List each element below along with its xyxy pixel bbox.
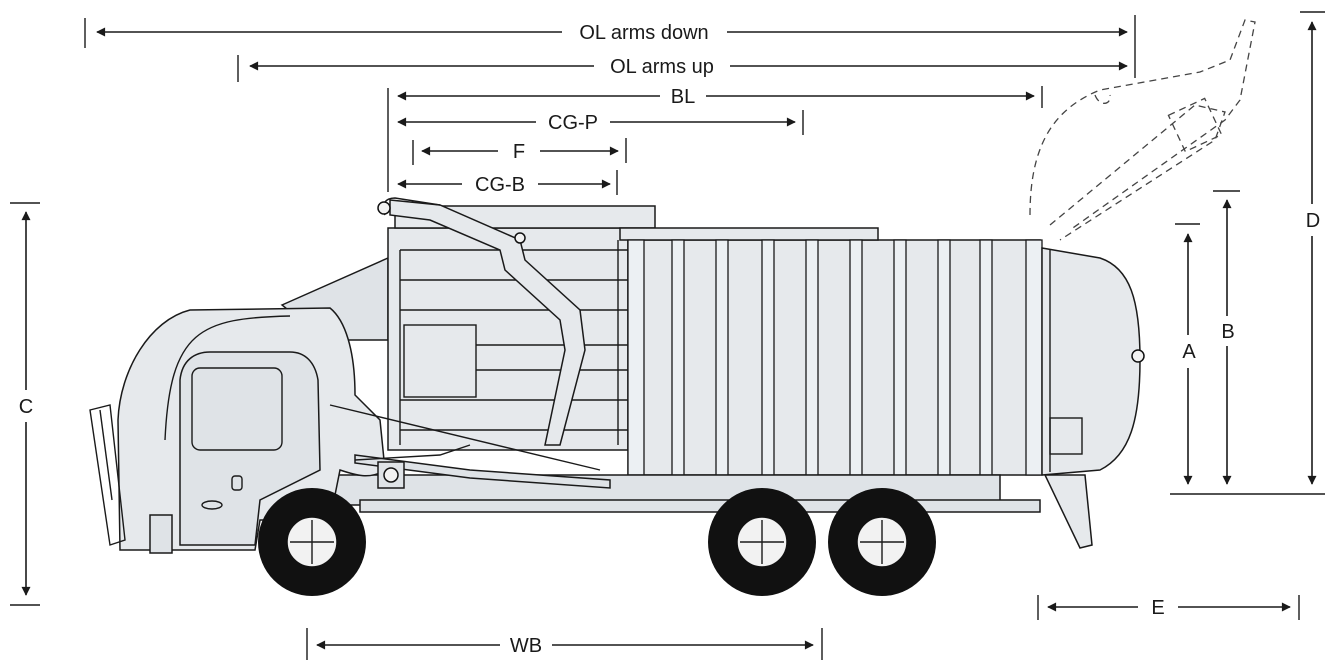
label-e: E — [1151, 597, 1164, 619]
dimension-lines — [10, 11, 1325, 660]
label-ol-arms-up: OL arms up — [610, 56, 714, 78]
label-cg-b: CG-B — [475, 174, 525, 196]
rear-step — [1043, 474, 1093, 549]
label-bl: BL — [671, 86, 695, 108]
rear-wheel-2 — [828, 488, 936, 596]
label-b: B — [1221, 321, 1234, 343]
truck-illustration — [89, 19, 1256, 596]
label-d: D — [1306, 210, 1320, 232]
label-wb: WB — [510, 635, 542, 657]
tailgate — [1041, 247, 1141, 476]
compactor-body — [627, 239, 1041, 476]
raised-arms-outline — [1029, 19, 1256, 241]
label-cg-p: CG-P — [548, 112, 598, 134]
rear-wheel-1 — [708, 488, 816, 596]
loader-fork — [354, 454, 611, 489]
body-top-rail — [619, 227, 879, 241]
label-f: F — [513, 141, 525, 163]
chassis-lower-rail — [359, 499, 1041, 513]
loader-arm — [389, 199, 586, 446]
label-a: A — [1182, 341, 1196, 363]
body-ribs — [627, 239, 1043, 476]
label-c: C — [19, 396, 33, 418]
label-ol-arms-down: OL arms down — [579, 22, 708, 44]
cab-front-bumper — [149, 514, 173, 554]
front-wheel — [258, 488, 366, 596]
dimension-labels: OL arms down OL arms up BL CG-P F CG-B C… — [19, 22, 1320, 657]
cab-door — [179, 351, 321, 546]
